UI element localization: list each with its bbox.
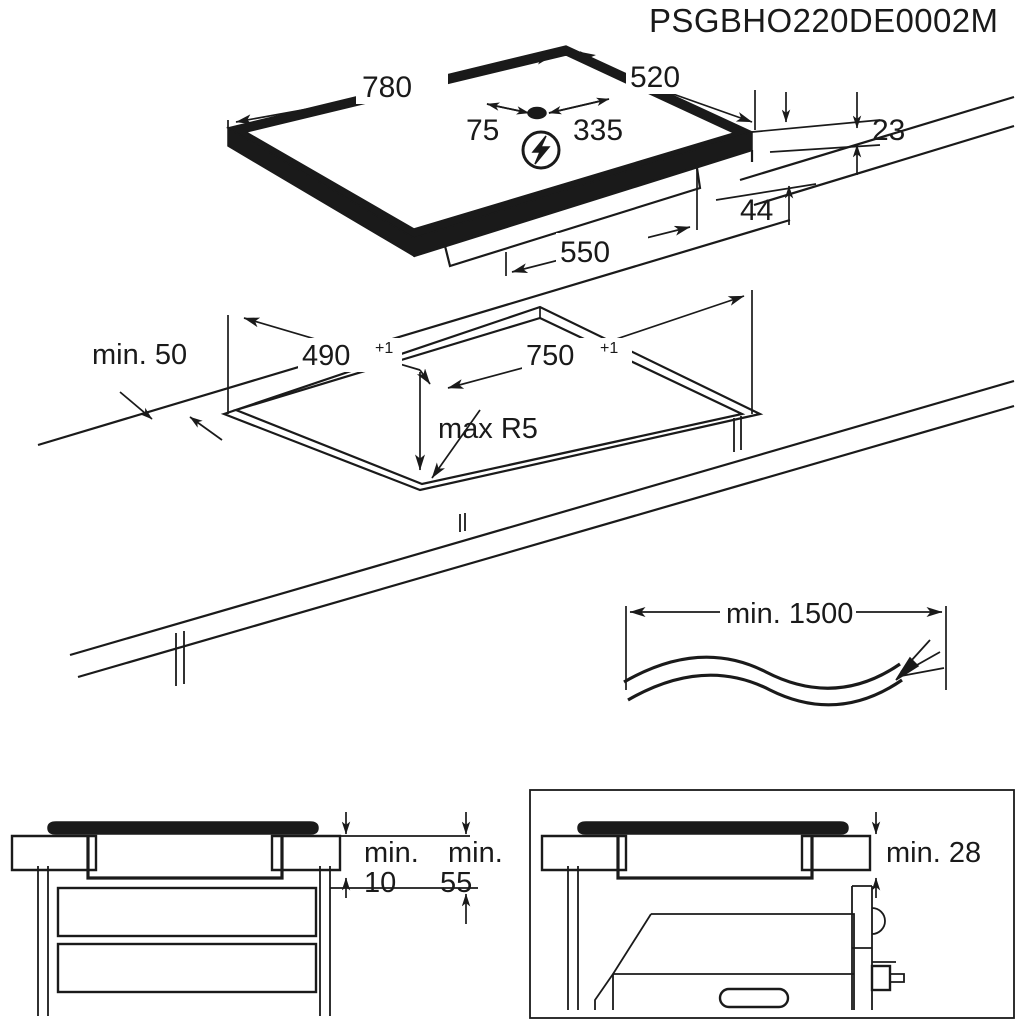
worktop-slab-left-oven [540,834,628,872]
dim-490: 490 +1 [227,315,431,414]
oven-panel-slope [612,913,652,1010]
dim-335: 335 [548,97,623,147]
dim-520-label: 520 [630,61,680,94]
worktop-front-edge-top [69,379,1015,657]
section-over-drawers-view: min. 10 min. 55 [10,812,503,1016]
hob-isometric-view: 780 520 75 335 [226,45,1015,276]
dim-490-label: 490 [302,340,350,372]
dim-75: 75 [466,102,530,147]
electrical-connection-icon [521,130,561,170]
oven-screw-shaft [890,973,905,983]
dim-23-label: 23 [872,114,905,147]
dim-490-tolerance: +1 [375,340,393,357]
oven-front-kick [594,973,614,1010]
dim-min-55: min. 55 [330,812,503,924]
dim-520: 520 [565,46,756,130]
drawing-title: PSGBHO220DE0002M [649,2,998,39]
cable-wire-3 [900,667,945,677]
cable-splice-marker [895,656,920,681]
dim-max-r5-label: max R5 [438,413,538,445]
worktop-slab-left [10,834,98,872]
hob-edge-left [227,126,415,258]
dim-min-50-label: min. 50 [92,339,187,371]
dim-75-label: 75 [466,114,499,147]
drawer-upper [56,886,318,938]
dim-min-1500-label: min. 1500 [726,598,853,630]
cable-line-lower [627,673,903,707]
dim-min-10-label-word: min. [364,837,419,869]
dim-335-label: 335 [573,114,623,147]
drawer-lower [56,942,318,994]
oven-door-handle [718,987,790,1009]
dim-780-label: 780 [362,71,412,104]
hob-body-section-oven [616,836,814,880]
worktop-front-edge-bottom [77,404,1015,679]
worktop-line-upper-right [739,95,1015,182]
hob-glass-top [47,821,319,835]
dim-min-28-label: min. 28 [886,837,981,869]
dim-min-28: min. 28 [871,812,981,898]
section-over-oven-view: min. 28 [529,789,1015,1019]
cable-outlet-marker [527,106,547,120]
oven-top-panel [651,913,855,1010]
dim-min-10: min. 10 [330,812,470,899]
worktop-slab-right-oven [800,834,872,872]
oven-screw-head [870,964,892,992]
dim-23: 23 [751,92,905,175]
dim-750-tolerance: +1 [600,340,618,357]
mains-cable-view: min. 1500 [623,598,947,707]
dim-min-55-label-value: 55 [440,867,472,899]
dim-44-label: 44 [740,194,773,227]
dim-min-50: min. 50 [92,339,223,441]
dim-750-label: 750 [526,340,574,372]
worktop-slab-right [270,834,342,872]
hob-glass-top-oven [577,821,849,835]
dim-550: 550 [505,168,698,276]
cable-line-upper [623,655,901,690]
worktop-cutout-view: min. 50 490 +1 750 +1 [37,218,1015,686]
cutout-inner-outline [232,316,746,486]
dim-780: 780 [227,46,567,128]
worktop-back-line [37,218,791,447]
dim-44: 44 [715,183,817,227]
hob-body-section [86,836,284,880]
oven-hinge-icon [871,907,886,935]
dim-min-55-label-word: min. [448,837,503,869]
dim-min-10-label-value: 10 [364,867,396,899]
dim-550-label: 550 [560,236,610,269]
worktop-line-lower-right [753,124,1015,207]
hob-body-outline [443,167,702,268]
oven-view-frame [529,789,1015,1019]
dim-max-r5: max R5 [415,372,538,479]
dim-750: 750 +1 [447,290,753,414]
cutout-outline [220,305,764,492]
